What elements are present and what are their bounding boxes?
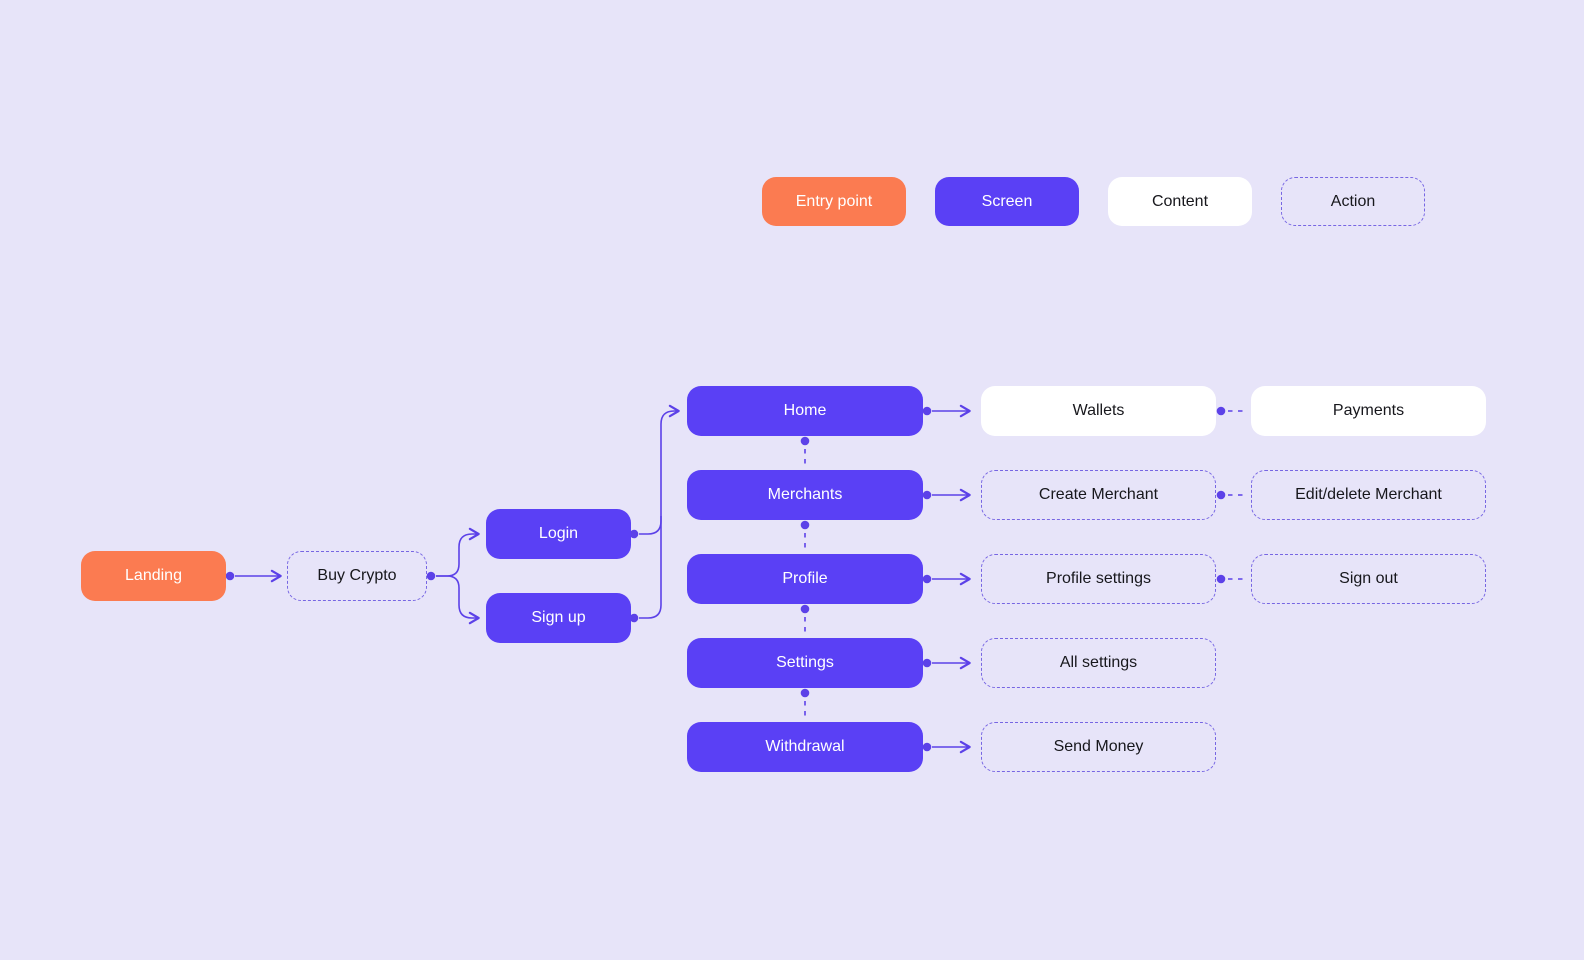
connector-dot <box>800 436 810 446</box>
node-profile-settings: Profile settings <box>981 554 1216 604</box>
legend-screen: Screen <box>935 177 1079 226</box>
edge-buy-crypto-login <box>436 527 480 577</box>
connector-dot <box>1216 490 1226 500</box>
node-home: Home <box>687 386 923 436</box>
node-profile: Profile <box>687 554 923 604</box>
node-landing: Landing <box>81 551 226 601</box>
node-edit-delete-merchant: Edit/delete Merchant <box>1251 470 1486 520</box>
node-create-merchant: Create Merchant <box>981 470 1216 520</box>
node-buy-crypto: Buy Crypto <box>287 551 427 601</box>
connector-dot <box>922 490 932 500</box>
edge-buy-crypto-sign-up <box>436 575 480 625</box>
connector-dot <box>1216 574 1226 584</box>
node-wallets: Wallets <box>981 386 1216 436</box>
node-payments: Payments <box>1251 386 1486 436</box>
node-send-money: Send Money <box>981 722 1216 772</box>
connector-dot <box>800 604 810 614</box>
connector-dot <box>800 520 810 530</box>
edge-login-home <box>639 404 680 535</box>
edge-sign-up-home <box>639 516 662 619</box>
connector-dot <box>1216 406 1226 416</box>
node-settings: Settings <box>687 638 923 688</box>
node-withdrawal: Withdrawal <box>687 722 923 772</box>
connector-dot <box>225 571 235 581</box>
legend-entry-point: Entry point <box>762 177 906 226</box>
node-login: Login <box>486 509 631 559</box>
node-sign-out: Sign out <box>1251 554 1486 604</box>
connector-dot <box>922 574 932 584</box>
node-merchants: Merchants <box>687 470 923 520</box>
connector-dot <box>922 406 932 416</box>
connector-dot <box>800 688 810 698</box>
legend-content: Content <box>1108 177 1252 226</box>
connector-dot <box>922 658 932 668</box>
legend-action: Action <box>1281 177 1425 226</box>
connector-dot <box>426 571 436 581</box>
node-all-settings: All settings <box>981 638 1216 688</box>
node-sign-up: Sign up <box>486 593 631 643</box>
connector-dot <box>922 742 932 752</box>
